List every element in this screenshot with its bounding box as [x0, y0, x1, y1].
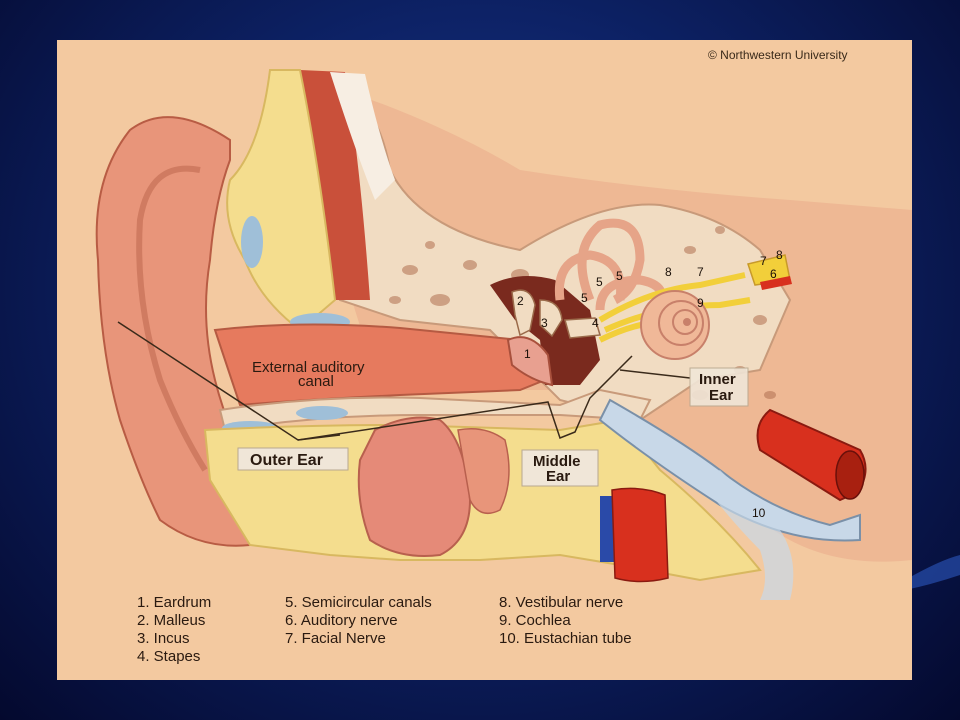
legend-item: 1. Eardrum: [137, 594, 212, 611]
marker-8a: 8: [665, 265, 672, 279]
vessel-upper: [241, 216, 263, 268]
legend-column-2: 5. Semicircular canals 6. Auditory nerve…: [285, 594, 432, 648]
vessel-canal: [296, 406, 348, 420]
legend-item: 7. Facial Nerve: [285, 630, 386, 647]
marker-8b: 8: [776, 248, 783, 262]
marker-9: 9: [697, 296, 704, 310]
middle-ear-label-box: [521, 449, 599, 487]
pinna-fold: [136, 165, 208, 472]
inner-ear-label-box: [689, 367, 749, 407]
stapes: [564, 317, 601, 339]
canal-label-line1: External auditory: [252, 359, 365, 376]
lower-canal-wall: [218, 388, 652, 432]
artery-opening: [835, 450, 865, 500]
muscle-white-band: [330, 72, 395, 200]
marker-3: 3: [541, 316, 548, 330]
malleus: [511, 289, 536, 337]
legend-item: 8. Vestibular nerve: [499, 594, 624, 611]
legend-item: 5. Semicircular canals: [285, 594, 432, 611]
copyright-notice: © Northwestern University: [708, 48, 848, 62]
marker-5a: 5: [581, 291, 588, 305]
legend-column-3: 8. Vestibular nerve 9. Cochlea 10. Eusta…: [499, 594, 632, 648]
legend-item: 4. Stapes: [137, 648, 201, 665]
legend-item: 3. Incus: [137, 630, 190, 647]
marker-5b: 5: [596, 275, 603, 289]
marker-10: 10: [752, 506, 766, 520]
outer-ear-label: Outer Ear: [250, 452, 323, 469]
canal-label-line2: canal: [298, 373, 334, 390]
eardrum: [506, 336, 554, 387]
parotid-gland: [357, 416, 472, 557]
outer-ear-label-box: [237, 447, 349, 471]
legend-item: 2. Malleus: [137, 612, 206, 629]
legend-item: 9. Cochlea: [499, 612, 571, 629]
marker-1: 1: [524, 347, 531, 361]
cochlea: [640, 290, 710, 360]
inner-ear-label-line2: Ear: [709, 387, 733, 404]
marker-7b: 7: [760, 254, 767, 268]
leader-lines: [117, 321, 691, 441]
marker-7a: 7: [697, 265, 704, 279]
middle-ear-label-line2: Ear: [546, 468, 570, 485]
marker-2: 2: [517, 294, 524, 308]
eustachian-tube: [598, 398, 861, 542]
marker-4: 4: [592, 316, 599, 330]
legend-item: 10. Eustachian tube: [499, 630, 632, 647]
inner-ear-label-line1: Inner: [699, 371, 736, 388]
legend-column-1: 1. Eardrum 2. Malleus 3. Incus 4. Stapes: [137, 594, 211, 666]
eustachian-wall: [700, 470, 794, 600]
middle-ear-label-line1: Middle: [533, 453, 581, 470]
jugular-artery: [611, 487, 669, 583]
jugular-vein: [600, 496, 614, 562]
marker-6: 6: [770, 267, 777, 281]
slide-swoosh: [905, 555, 960, 590]
incus: [539, 299, 563, 338]
nerve-stub-red: [760, 276, 792, 290]
gland-side: [457, 428, 510, 515]
legend-item: 6. Auditory nerve: [285, 612, 398, 629]
marker-5c: 5: [616, 269, 623, 283]
